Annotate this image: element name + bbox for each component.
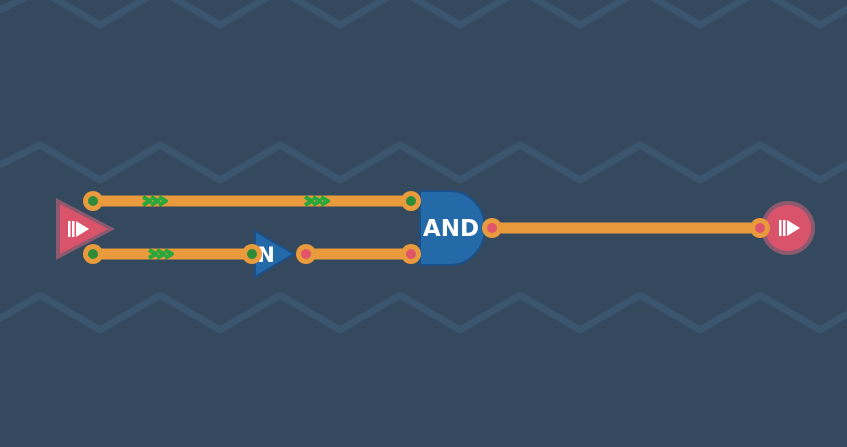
zigzag-band-2 [0,141,847,184]
node-dot-off [487,223,497,233]
signal-chevron [156,248,166,260]
node-dot-on [88,249,98,259]
node-dot-on [247,249,257,259]
node-and-input-top[interactable] [401,191,421,211]
signal-chevron [320,195,330,207]
signal-chevron [148,248,158,260]
node-dot-on [406,196,416,206]
node-output-input[interactable] [750,218,770,238]
output-sink[interactable] [761,201,815,255]
node-dot-off [301,249,311,259]
play-bar [68,221,71,237]
play-bars-icon [779,220,800,236]
zigzag-band-1 [0,0,847,29]
not-gate-label: N [257,243,275,267]
signal-chevron [304,195,314,207]
play-triangle [787,220,800,236]
play-bar [779,220,782,236]
node-input-bottom[interactable] [83,244,103,264]
zigzag-band-3 [0,291,847,334]
node-and-input-bottom[interactable] [401,244,421,264]
node-input-top[interactable] [83,191,103,211]
node-and-output[interactable] [482,218,502,238]
signal-chevron [158,195,168,207]
play-bar [72,221,75,237]
play-triangle [76,221,89,237]
signal-chevron [312,195,322,207]
signal-chevron [142,195,152,207]
node-not-input[interactable] [242,244,262,264]
zigzag-decoration [0,0,847,334]
play-bar [783,220,786,236]
and-gate[interactable]: AND [419,190,486,266]
signal-chevron [150,195,160,207]
signal-chevron [164,248,174,260]
node-dot-on [88,196,98,206]
and-gate-label: AND [423,216,479,242]
play-bars-icon [68,221,89,237]
node-dot-off [406,249,416,259]
not-gate[interactable]: N [254,229,296,279]
node-dot-off [755,223,765,233]
input-source[interactable] [56,198,115,260]
node-not-output[interactable] [296,244,316,264]
